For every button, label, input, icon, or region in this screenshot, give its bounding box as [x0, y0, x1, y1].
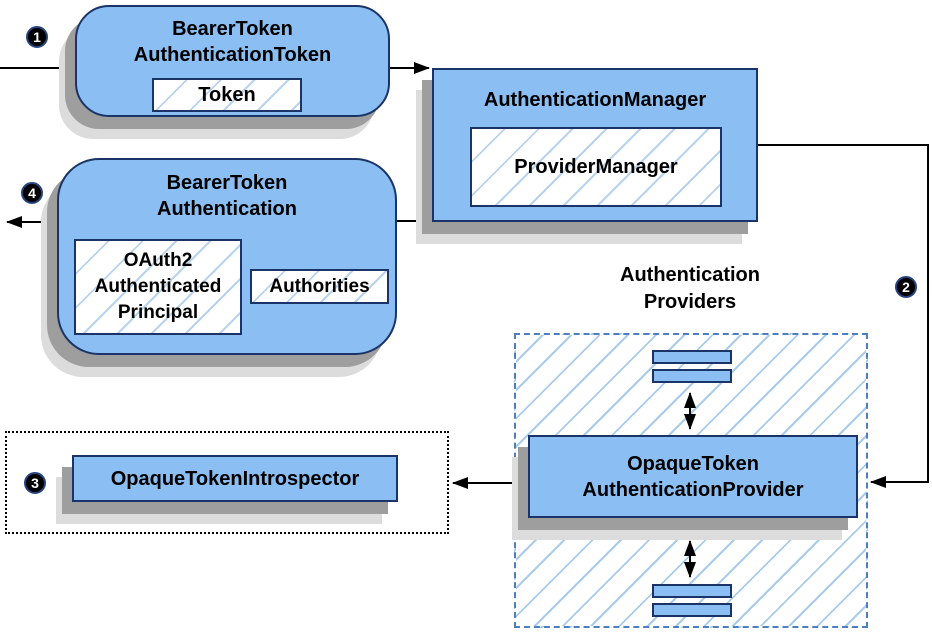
step-badge-3: 3 — [24, 472, 46, 494]
node-title-line: BearerToken — [172, 18, 293, 40]
provider-placeholder-bar — [652, 369, 732, 383]
step-badge-1: 1 — [26, 26, 48, 48]
node-title-line: OpaqueToken — [627, 453, 759, 475]
node-title-line: AuthenticationToken — [133, 44, 332, 66]
principal-line: Authenticated — [94, 276, 222, 297]
provider-placeholder-bar — [652, 603, 732, 617]
authorities-field: Authorities — [250, 269, 389, 304]
principal-line: OAuth2 — [123, 250, 193, 271]
node-authentication-manager: AuthenticationManager ProviderManager — [432, 68, 758, 222]
node-opaque-token-introspector: OpaqueTokenIntrospector — [72, 455, 398, 502]
authentication-providers-label: Authentication Providers — [557, 262, 823, 316]
provider-placeholder-bar — [652, 584, 732, 598]
node-title-line: Authentication — [157, 198, 297, 220]
step-badge-2: 2 — [895, 276, 917, 298]
node-bearer-token-authentication-token: BearerToken AuthenticationToken Token — [75, 5, 390, 117]
node-opaque-token-authentication-provider: OpaqueToken AuthenticationProvider — [528, 435, 858, 518]
label-line: Providers — [643, 291, 737, 313]
node-title-line: BearerToken — [166, 172, 288, 194]
node-title-line: AuthenticationManager — [483, 89, 707, 111]
provider-manager-field: ProviderManager — [470, 127, 722, 207]
node-title-line: OpaqueTokenIntrospector — [110, 467, 360, 490]
principal-line: Principal — [117, 302, 199, 323]
oauth2-authenticated-principal-field: OAuth2 Authenticated Principal — [74, 239, 242, 335]
provider-placeholder-bar — [652, 350, 732, 364]
step-badge-4: 4 — [21, 182, 43, 204]
token-field: Token — [152, 78, 302, 112]
node-title-line: AuthenticationProvider — [582, 479, 804, 501]
node-bearer-token-authentication: BearerToken Authentication OAuth2 Authen… — [57, 158, 397, 355]
label-line: Authentication — [620, 264, 760, 286]
